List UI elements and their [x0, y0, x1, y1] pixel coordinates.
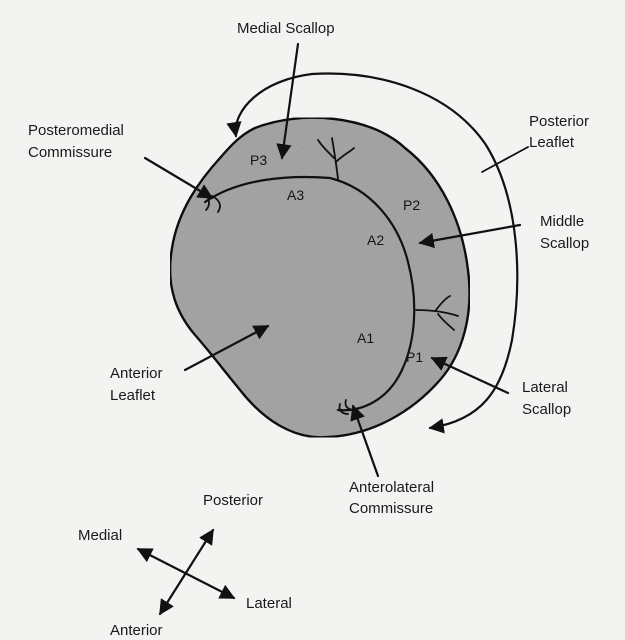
segment-p1: P1 — [406, 349, 423, 365]
label-lateral-scallop-2: Scallop — [522, 401, 571, 418]
label-posteromedial-2: Commissure — [28, 144, 112, 161]
label-anterior-leaflet-1: Anterior — [110, 365, 163, 382]
label-orientation-lateral: Lateral — [246, 595, 292, 612]
segment-p2: P2 — [403, 197, 420, 213]
segment-p3: P3 — [250, 152, 267, 168]
valve-body — [170, 118, 469, 438]
label-orientation-posterior: Posterior — [203, 492, 263, 509]
label-medial-scallop: Medial Scallop — [237, 20, 335, 37]
label-posterior-leaflet-1: Posterior — [529, 113, 589, 130]
label-middle-scallop-1: Middle — [540, 213, 584, 230]
posterior-anterior-axis — [160, 530, 213, 614]
label-anterior-leaflet-2: Leaflet — [110, 387, 156, 404]
label-anterolateral-1: Anterolateral — [349, 479, 434, 496]
label-anterolateral-2: Commissure — [349, 500, 433, 517]
label-posteromedial-1: Posteromedial — [28, 122, 124, 139]
label-orientation-medial: Medial — [78, 527, 122, 544]
posteromedial-commissure-arrow — [145, 158, 212, 198]
segment-a3: A3 — [287, 187, 304, 203]
label-posterior-leaflet-2: Leaflet — [529, 134, 575, 151]
segment-a2: A2 — [367, 232, 384, 248]
medial-lateral-axis — [138, 549, 234, 598]
segment-a1: A1 — [357, 330, 374, 346]
label-middle-scallop-2: Scallop — [540, 235, 589, 252]
label-lateral-scallop-1: Lateral — [522, 379, 568, 396]
label-orientation-anterior: Anterior — [110, 622, 163, 639]
